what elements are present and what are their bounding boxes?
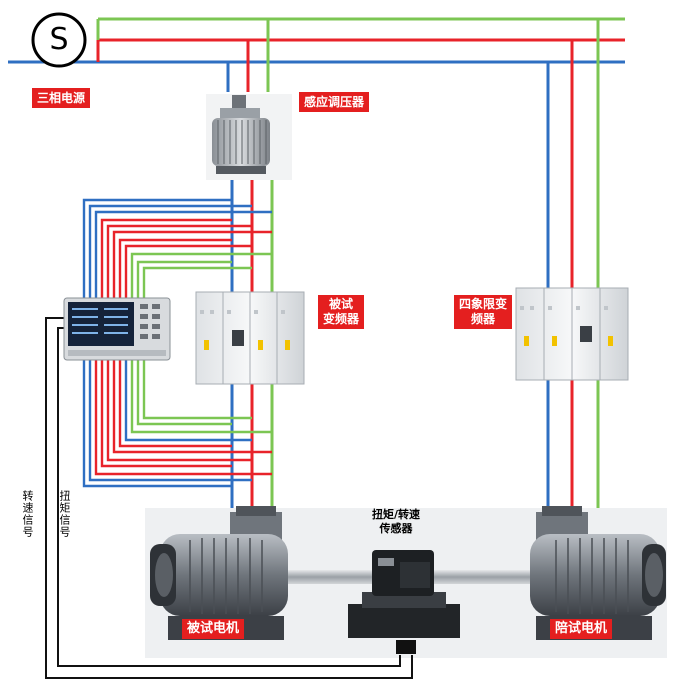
voltage-regulator-image xyxy=(206,94,292,180)
main-busbars xyxy=(8,17,625,64)
analyzer-lower-wiring xyxy=(82,360,272,488)
label-four-quadrant-vfd-line1: 四象限变 xyxy=(459,297,508,311)
label-torque-sensor-line1: 扭矩/转速 xyxy=(372,508,421,521)
label-torque-sensor: 扭矩/转速 传感器 xyxy=(372,508,420,536)
label-speed-signal: 转速信号 xyxy=(21,490,34,538)
torque-sensor-image xyxy=(348,550,460,654)
test-vfd-cabinet-image xyxy=(195,291,305,385)
label-four-quadrant-vfd: 四象限变 频器 xyxy=(454,295,513,329)
label-test-vfd-line1: 被试 xyxy=(329,297,354,311)
power-analyzer-image xyxy=(63,297,171,361)
signal-cables xyxy=(45,317,413,679)
label-torque-signal: 扭矩信号 xyxy=(58,490,71,538)
regulator-feed xyxy=(226,19,270,92)
label-torque-sensor-line2: 传感器 xyxy=(379,522,413,535)
label-load-motor: 陪试电机 xyxy=(550,619,613,639)
four-quadrant-vfd-cabinet-image xyxy=(515,287,629,381)
label-regulator: 感应调压器 xyxy=(299,92,370,112)
analyzer-upper-wiring xyxy=(82,198,272,298)
power-source-symbol xyxy=(31,12,87,68)
label-power-source: 三相电源 xyxy=(32,88,91,108)
load-vfd-feed xyxy=(546,19,600,508)
power-source-letter: S xyxy=(49,22,69,57)
label-test-vfd: 被试 变频器 xyxy=(318,295,365,329)
label-four-quadrant-vfd-line2: 频器 xyxy=(471,312,496,326)
label-test-motor: 被试电机 xyxy=(182,619,245,639)
label-test-vfd-line2: 变频器 xyxy=(323,312,360,326)
